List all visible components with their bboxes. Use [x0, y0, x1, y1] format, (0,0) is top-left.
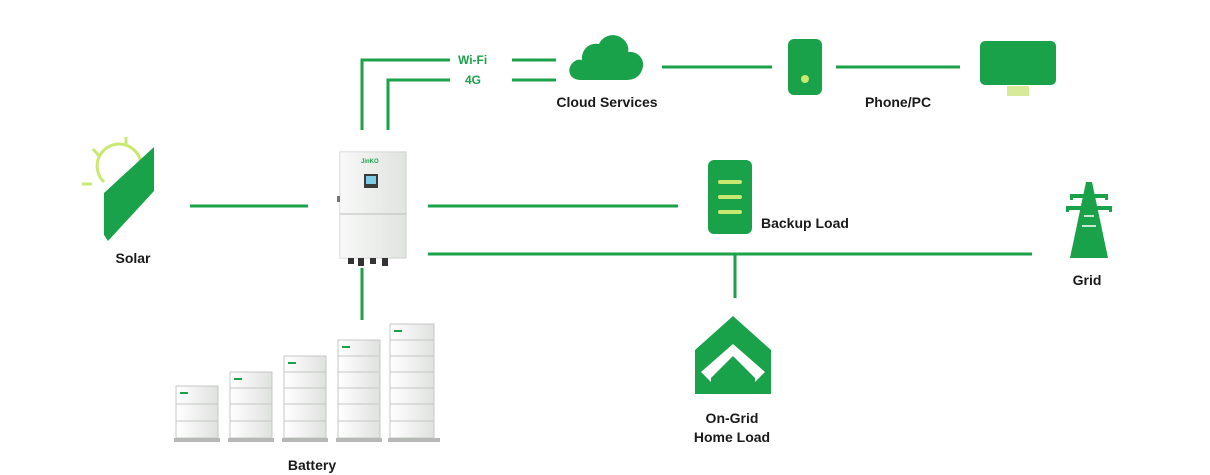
- home-icon: [695, 316, 771, 401]
- solar-panel-sun-icon: [78, 135, 158, 250]
- inverter-brand-logo: JinKO: [361, 159, 379, 165]
- monitor-icon: [980, 41, 1056, 102]
- home-load-line1: On-Grid: [705, 410, 759, 426]
- phone-pc-label: Phone/PC: [864, 94, 932, 110]
- cloud-services-label: Cloud Services: [556, 94, 658, 110]
- grid-label: Grid: [1072, 272, 1102, 288]
- wifi-line: [360, 58, 450, 130]
- backup-load-label: Backup Load: [761, 215, 849, 231]
- solar-label: Solar: [115, 250, 151, 266]
- 4g-label: 4G: [465, 73, 482, 87]
- battery-label: Battery: [287, 457, 337, 473]
- wifi-label: Wi-Fi: [458, 53, 488, 67]
- battery-stack-icon: [168, 322, 448, 449]
- home-load-line2: Home Load: [693, 429, 771, 445]
- 4g-line: [386, 78, 450, 130]
- backup-load-icon: [708, 160, 752, 239]
- grid-tower-icon: [1064, 182, 1114, 267]
- phone-icon: [788, 39, 822, 100]
- inverter-icon: [336, 150, 416, 275]
- cloud-icon: [567, 30, 647, 87]
